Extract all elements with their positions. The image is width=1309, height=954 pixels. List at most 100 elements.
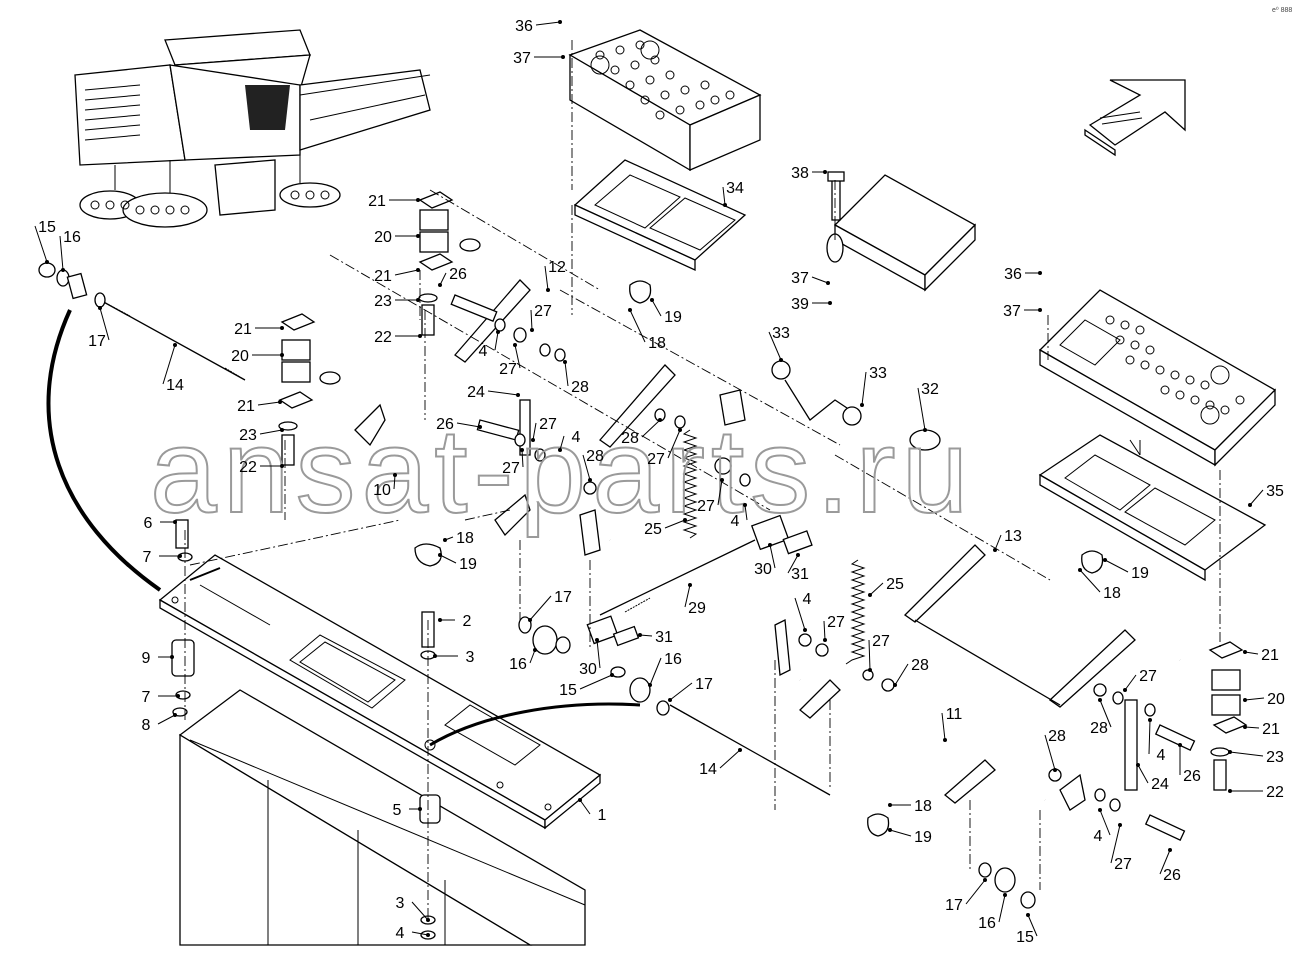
- callout-leader: [823, 620, 826, 641]
- callout-leader: [1148, 719, 1151, 755]
- callout-arrowhead: [1003, 893, 1007, 897]
- callout-arrowhead: [280, 428, 284, 432]
- callout-arrowhead: [416, 268, 420, 272]
- callout-4: 4: [396, 925, 405, 942]
- callout-21: 21: [374, 268, 392, 285]
- callout-leader: [684, 584, 691, 608]
- callout-arrowhead: [868, 668, 872, 672]
- callout-leader: [596, 639, 601, 669]
- callout-leader: [530, 309, 533, 331]
- callout-arrowhead: [438, 553, 442, 557]
- callout-leader: [1249, 489, 1264, 506]
- callout-arrowhead: [768, 543, 772, 547]
- callout-leader: [669, 682, 693, 701]
- callout-27: 27: [647, 451, 665, 468]
- callout-arrowhead: [61, 268, 65, 272]
- callout-29: 29: [688, 600, 706, 617]
- callout-4: 4: [803, 591, 812, 608]
- callout-arrowhead: [993, 548, 997, 552]
- callout-25: 25: [644, 521, 662, 538]
- callout-leader: [889, 829, 912, 837]
- callout-11: 11: [946, 706, 963, 723]
- callout-16: 16: [978, 915, 996, 932]
- callout-arrowhead: [280, 464, 284, 468]
- callout-leader: [439, 272, 447, 286]
- callout-leader: [998, 894, 1006, 923]
- callout-28: 28: [1090, 720, 1108, 737]
- callout-20: 20: [1267, 691, 1285, 708]
- callout-17: 17: [554, 589, 572, 606]
- callout-arrowhead: [433, 654, 437, 658]
- callout-leader: [722, 186, 726, 206]
- callout-27: 27: [534, 303, 552, 320]
- clevis-30-left: [586, 615, 619, 645]
- callout-leader: [521, 449, 524, 468]
- callout-arrowhead: [1103, 558, 1107, 562]
- callout-leader: [1104, 559, 1129, 573]
- callout-27: 27: [1114, 856, 1132, 873]
- callout-21: 21: [234, 321, 252, 338]
- callout-26: 26: [449, 266, 467, 283]
- callout-arrowhead: [826, 281, 830, 285]
- tie-rod-center: [599, 539, 756, 616]
- callout-arrowhead: [823, 170, 827, 174]
- callout-arrowhead: [1243, 650, 1247, 654]
- bushing-stack-right: [1208, 641, 1248, 791]
- callout-leader: [1137, 764, 1149, 784]
- callout-16: 16: [63, 229, 81, 246]
- callout-arrowhead: [1136, 763, 1140, 767]
- callout-arrowhead: [888, 803, 892, 807]
- callout-arrowhead: [668, 698, 672, 702]
- callout-20: 20: [231, 348, 249, 365]
- callout-arrowhead: [558, 448, 562, 452]
- callout-leader: [544, 265, 549, 291]
- link-rod-24-upper: [519, 399, 531, 456]
- callout-15: 15: [38, 219, 56, 236]
- callout-arrowhead: [416, 198, 420, 202]
- callout-arrowhead: [678, 428, 682, 432]
- callout-arrowhead: [1098, 808, 1102, 812]
- bolt-6: [175, 519, 189, 549]
- callout-arrowhead: [1243, 725, 1247, 729]
- callout-arrowhead: [1228, 750, 1232, 754]
- callout-arrowhead: [738, 748, 742, 752]
- callout-21: 21: [1262, 721, 1280, 738]
- callout-leader: [629, 309, 646, 343]
- callout-27: 27: [1139, 668, 1157, 685]
- callout-arrowhead: [98, 306, 102, 310]
- callout-arrowhead: [943, 738, 947, 742]
- link-rod-24-lower: [1124, 699, 1138, 791]
- callout-leader: [965, 879, 986, 905]
- callout-leader: [1229, 751, 1264, 757]
- callout-leader: [439, 554, 457, 564]
- callout-22: 22: [1266, 784, 1284, 801]
- callout-leader: [259, 429, 283, 435]
- callout-leader: [1099, 809, 1111, 836]
- callout-arrowhead: [426, 918, 430, 922]
- callout-28: 28: [911, 657, 929, 674]
- callout-leader: [1110, 824, 1121, 864]
- callout-leader: [34, 225, 48, 263]
- callout-arrowhead: [176, 694, 180, 698]
- callout-arrowhead: [803, 628, 807, 632]
- callout-arrowhead: [496, 330, 500, 334]
- callout-leader: [1159, 849, 1171, 875]
- callout-leader: [529, 649, 536, 664]
- callout-arrowhead: [520, 448, 524, 452]
- callout-14: 14: [166, 377, 184, 394]
- callout-leader: [811, 276, 829, 284]
- callout-leader: [744, 504, 748, 521]
- callout-arrowhead: [1053, 768, 1057, 772]
- callout-39: 39: [791, 296, 809, 313]
- bolt-26-d: [1144, 814, 1186, 841]
- callout-leader: [162, 344, 176, 385]
- callout-leader: [787, 554, 799, 574]
- callout-leader: [582, 454, 591, 481]
- callout-18: 18: [648, 335, 666, 352]
- callout-arrowhead: [516, 393, 520, 397]
- clip-19-b: [629, 280, 652, 304]
- callout-27: 27: [827, 614, 845, 631]
- callout-arrowhead: [683, 518, 687, 522]
- callout-19: 19: [459, 556, 477, 573]
